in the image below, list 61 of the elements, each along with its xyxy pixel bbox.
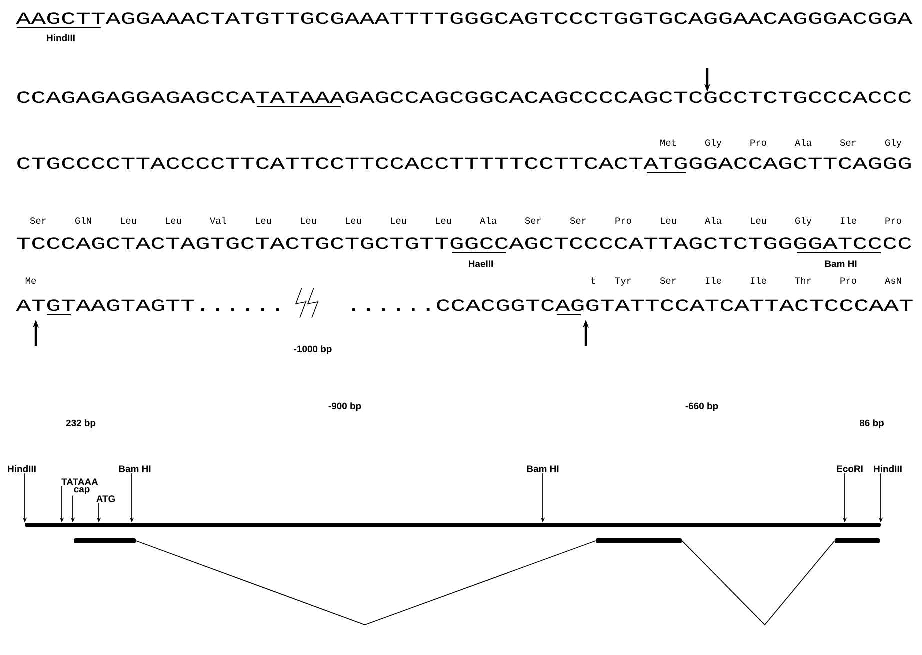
amino-acid-label: Ile: [750, 277, 766, 284]
exon-bar: [74, 538, 136, 544]
amino-acid-label: Ser: [660, 278, 676, 284]
amino-acid-label: Ala: [480, 217, 497, 224]
amino-acid-label: Leu: [751, 218, 766, 224]
site-label: HindIII: [874, 466, 902, 472]
amino-acid-label: AsN: [884, 278, 902, 284]
exon-bar: [835, 538, 880, 544]
amino-acid-label: Me: [26, 278, 36, 284]
amino-acid-label: Tyr: [615, 278, 632, 286]
site-label: -900 bp: [328, 402, 362, 412]
amino-acid-label: Leu: [166, 218, 182, 224]
sequence-line: CTGCCCCTTACCCCTTCATTCCTTCCACCTTTTTCCTTCACTATGGGACCAGCTTCAGGG: [18, 158, 911, 170]
amino-acid-label: t: [592, 278, 596, 284]
site-label: cap: [74, 487, 90, 495]
amino-acid-label: Leu: [256, 218, 272, 224]
amino-acid-label: Ser: [570, 218, 586, 224]
site-label: HindIII: [47, 34, 75, 42]
sequence-line: TCCCAGCTACTAGTGCTACTGCTGCTGTTGGCCAGCTCCCCATTAGCTCTGGGGATCCCC: [17, 238, 912, 250]
amino-acid-label: GlN: [76, 217, 92, 224]
amino-acid-label: Ile: [706, 277, 722, 284]
amino-acid-label: Pro: [840, 278, 856, 284]
amino-acid-label: Leu: [661, 218, 676, 224]
site-label: -660 bp: [686, 402, 718, 412]
amino-acid-label: Ser: [840, 140, 856, 146]
exon-bar: [596, 538, 682, 544]
amino-acid-label: Met: [660, 140, 676, 146]
amino-acid-label: Ile: [840, 217, 856, 224]
sequence-line: AAGCTTAGGAAACTATGTTGCGAAATTTTGGGCAGTCCCTGGTGCAGGAACAGGGACGGA: [16, 12, 912, 24]
amino-acid-label: Leu: [121, 218, 136, 224]
amino-acid-label: Pro: [750, 140, 766, 146]
amino-acid-label: Gly: [886, 139, 902, 148]
sequence-line: ......CCACGGTCAGGTATTCCATCATTACTCCCAAT: [352, 300, 913, 312]
site-label: TATAAA: [62, 478, 98, 486]
amino-acid-label: Pro: [616, 218, 632, 224]
amino-acid-label: Leu: [391, 218, 406, 224]
amino-acid-label: Thr: [795, 277, 812, 284]
amino-acid-label: Gly: [796, 217, 812, 226]
amino-acid-label: Leu: [301, 218, 316, 224]
site-label: ATG: [96, 496, 116, 502]
amino-acid-label: Ala: [704, 217, 722, 224]
amino-acid-label: Ser: [525, 218, 542, 224]
site-label: Bam HI: [119, 466, 151, 472]
intron-line: [136, 540, 596, 626]
site-label: EcoRI: [837, 466, 863, 472]
site-label: 86 bp: [860, 420, 884, 428]
sequence-line: CCAGAGAGGAGAGCCATATAAAGAGCCAGCGGCACAGCCCCAGCTCGCCTCTGCCCACCC: [18, 92, 912, 104]
site-label: HaeIII: [469, 260, 493, 268]
amino-acid-label: Ala: [794, 139, 812, 146]
amino-acid-label: Val: [210, 217, 226, 224]
site-label: HindIII: [8, 466, 36, 472]
site-label: 232 bp: [66, 420, 96, 428]
amino-acid-label: Leu: [346, 218, 362, 224]
sequence-line: ATGTAAGTAGTT......: [16, 300, 280, 312]
site-label: -1000 bp: [294, 346, 332, 354]
amino-acid-label: Pro: [886, 218, 902, 224]
site-label: Bam HI: [825, 260, 857, 268]
amino-acid-label: Leu: [436, 218, 452, 224]
amino-acid-label: Gly: [706, 139, 722, 148]
amino-acid-label: Ser: [30, 218, 46, 224]
site-label: Bam HI: [527, 466, 559, 472]
